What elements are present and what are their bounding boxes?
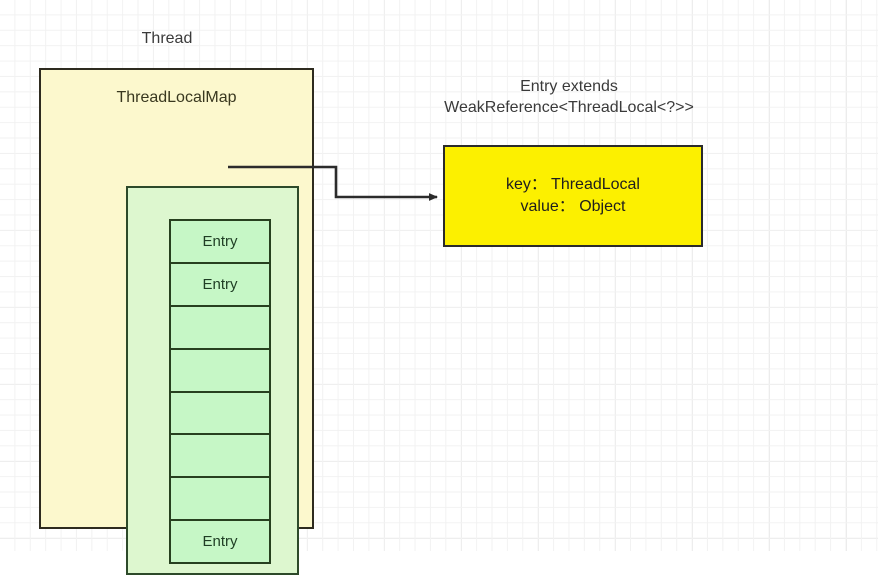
thread-title-label: Thread [141, 30, 193, 47]
thread-container-box: ThreadLocalMap Entry Entry Entry [39, 68, 314, 575]
entry-key-line: key： ThreadLocal [505, 176, 640, 193]
entry-cell-2[interactable] [171, 306, 269, 350]
entry-cell-3[interactable] [171, 349, 269, 393]
threadlocalmap-title-label: ThreadLocalMap [116, 89, 237, 106]
threadlocalmap-container-box: Entry Entry Entry [126, 186, 299, 575]
entry-extends-heading-line2: WeakReference<ThreadLocal<?>> [444, 99, 694, 116]
entry-detail-box: key： ThreadLocal value： Object [443, 145, 703, 247]
entry-cell-4[interactable] [171, 392, 269, 436]
entry-cell-5[interactable] [171, 435, 269, 479]
entry-cell-6[interactable] [171, 478, 269, 522]
entry-cell-1[interactable]: Entry [171, 263, 269, 307]
entry-cell-7[interactable]: Entry [171, 521, 269, 562]
entry-cell-0[interactable]: Entry [171, 221, 269, 264]
entry-extends-heading-line1: Entry extends [520, 78, 618, 95]
entry-table: Entry Entry Entry [169, 219, 271, 564]
entry-value-line: value： Object [520, 198, 626, 215]
